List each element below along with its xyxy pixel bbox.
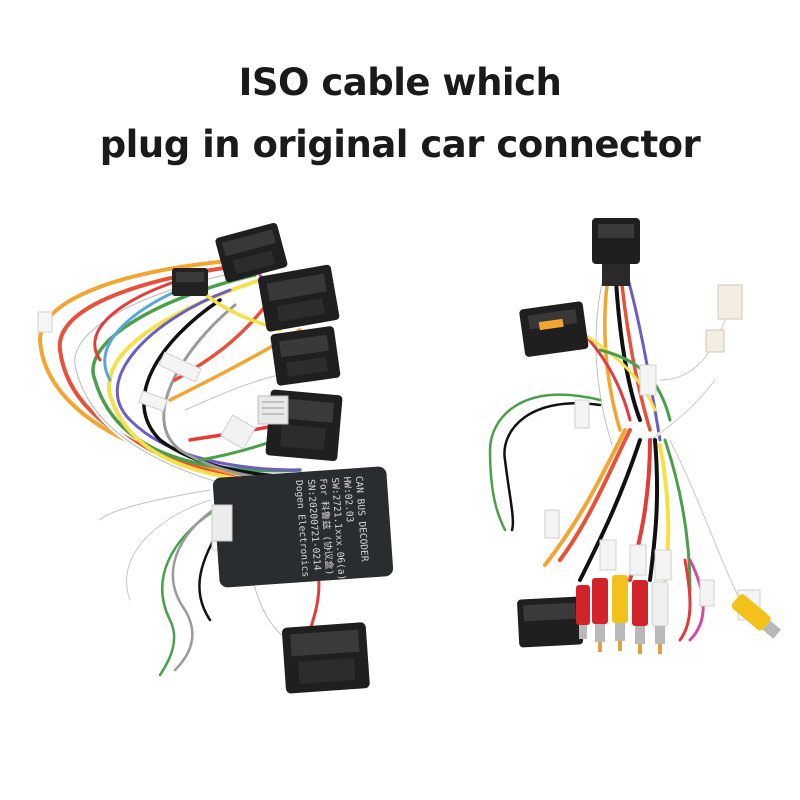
headline-line-2: plug in original car connector xyxy=(99,123,701,166)
can-bus-decoder: CAN BUS DECODER HW:02.03 SW:2721.1xxx.06… xyxy=(211,466,394,588)
right-connectors xyxy=(517,218,761,648)
connector-top-small xyxy=(172,268,208,296)
left-harness-wires xyxy=(37,243,321,677)
rca-plug-yellow-angled xyxy=(731,594,782,639)
headline: ISO cable which plug in original car con… xyxy=(0,52,800,176)
connector-white-small xyxy=(705,284,743,353)
connector-bottom-right xyxy=(517,596,584,648)
connector-white-clip xyxy=(257,395,289,425)
right-wire-tags xyxy=(544,364,715,607)
rca-plug-white xyxy=(651,581,669,654)
left-connectors xyxy=(172,222,370,694)
headline-line-1: ISO cable which xyxy=(238,61,562,104)
connector-3 xyxy=(270,326,341,386)
rca-plug-red-2 xyxy=(632,580,648,654)
decoder-label-line-2: HW:02.03 xyxy=(341,476,355,522)
connector-bottom xyxy=(281,622,370,694)
rca-plug-red-small xyxy=(576,585,590,639)
rca-plug-yellow-1 xyxy=(612,575,628,651)
connector-top-right xyxy=(592,218,640,286)
connector-top-1 xyxy=(215,222,288,283)
product-photo: CAN BUS DECODER HW:02.03 SW:2721.1xxx.06… xyxy=(37,218,782,694)
connector-side-right xyxy=(519,301,589,357)
rca-plug-red-1 xyxy=(592,578,608,652)
rca-plugs xyxy=(576,575,782,654)
connector-2 xyxy=(258,264,340,332)
